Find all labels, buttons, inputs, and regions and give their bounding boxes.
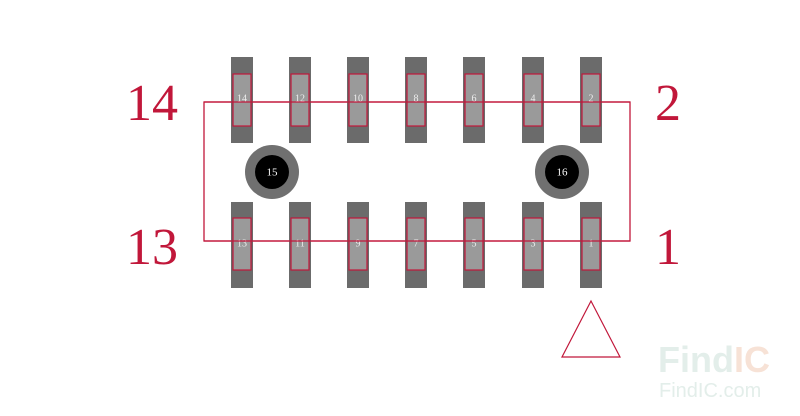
pad-4: 4	[522, 57, 544, 143]
pad-11: 11	[289, 202, 311, 288]
label-top-left: 14	[126, 75, 178, 132]
pad-6: 6	[463, 57, 485, 143]
pad-1: 1	[580, 202, 602, 288]
pad-14: 14	[231, 57, 253, 143]
pad-number: 11	[295, 238, 305, 249]
pad-number: 10	[353, 93, 363, 104]
mounting-hole-16: 16	[535, 145, 589, 199]
pad-12: 12	[289, 57, 311, 143]
pad-outline	[290, 73, 310, 127]
pad-3: 3	[522, 202, 544, 288]
pad-number: 6	[472, 93, 477, 104]
findic-logo: FindIC FindIC.com	[658, 339, 770, 402]
pad-13: 13	[231, 202, 253, 288]
pad-outline	[581, 217, 601, 271]
pad-number: 13	[237, 238, 247, 249]
pad-outline	[464, 217, 484, 271]
mounting-hole-15: 15	[245, 145, 299, 199]
pad-outline	[406, 217, 426, 271]
pad-7: 7	[405, 202, 427, 288]
pad-outline	[464, 73, 484, 127]
pad-outline	[232, 217, 252, 271]
outline-overlay	[204, 101, 630, 242]
logo-ic-text: IC	[734, 339, 770, 380]
pad-number: 2	[589, 93, 594, 104]
pad-number: 12	[295, 93, 305, 104]
pad-outline	[523, 217, 543, 271]
pad-number: 3	[531, 238, 536, 249]
label-bottom-left: 13	[126, 219, 178, 276]
pad-number: 8	[414, 93, 419, 104]
pad-9: 9	[347, 202, 369, 288]
pad-number: 5	[472, 238, 477, 249]
logo-find-text: Find	[658, 339, 734, 380]
pad-outline	[523, 73, 543, 127]
pad-outline	[348, 73, 368, 127]
pad-10: 10	[347, 57, 369, 143]
hole-core	[255, 155, 289, 189]
logo-url-text: FindIC.com	[659, 380, 761, 402]
pad-number: 14	[237, 93, 247, 104]
pad-outline	[406, 73, 426, 127]
pad-number: 1	[589, 238, 594, 249]
pad-number: 4	[531, 93, 536, 104]
pad-outline	[348, 217, 368, 271]
pad-outline	[232, 73, 252, 127]
hole-core	[545, 155, 579, 189]
pad-number: 9	[356, 238, 361, 249]
label-bottom-right: 1	[655, 219, 681, 276]
label-top-right: 2	[655, 75, 681, 132]
pad-outline	[581, 73, 601, 127]
pad-2: 2	[580, 57, 602, 143]
bottom-pad-row: 13 11 9 7 5 3 1	[231, 202, 602, 288]
pad-number: 7	[414, 238, 419, 249]
pad-5: 5	[463, 202, 485, 288]
hole-number: 16	[557, 167, 569, 179]
pad-8: 8	[405, 57, 427, 143]
svg-text:FindIC: FindIC	[658, 339, 770, 380]
hole-number: 15	[267, 167, 279, 179]
pad-outline	[290, 217, 310, 271]
top-pad-row: 14 12 10 8 6 4 2	[231, 57, 602, 143]
triangle-icon	[561, 299, 621, 358]
